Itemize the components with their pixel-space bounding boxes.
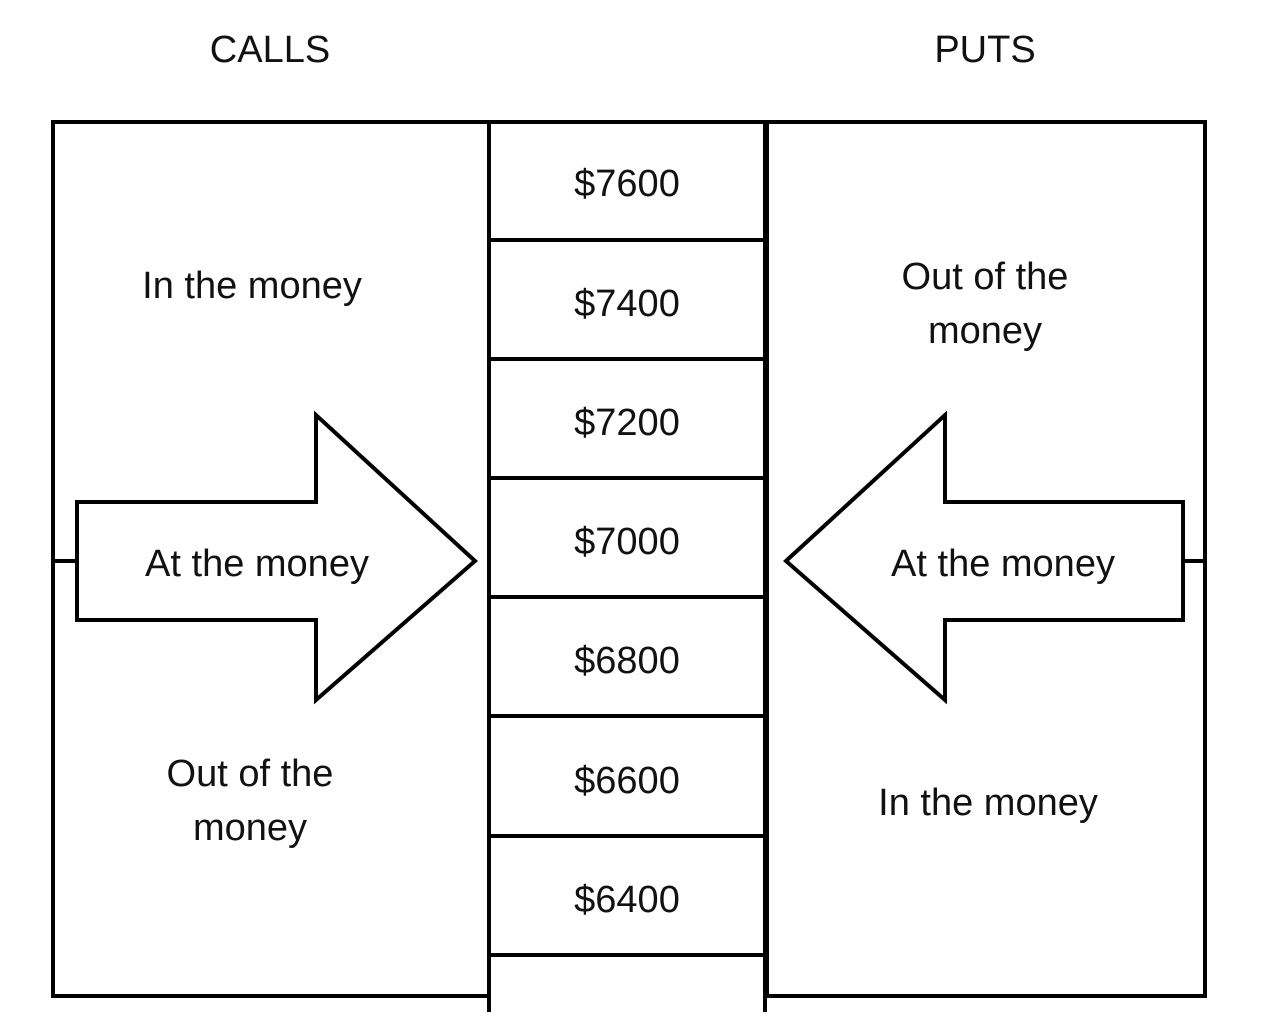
puts-in-the-money-label: In the money — [878, 782, 1098, 824]
calls-out-of-the-money-label-line2: money — [193, 807, 307, 849]
calls-at-the-money-label: At the money — [145, 543, 369, 585]
calls-in-the-money-label: In the money — [142, 265, 362, 307]
calls-at-the-money-arrow-icon — [75, 410, 478, 705]
calls-header: CALLS — [210, 29, 330, 71]
puts-out-of-the-money-label-line2: money — [928, 310, 1042, 352]
strike-row-7200: $7200 — [574, 402, 680, 444]
strike-row-6400: $6400 — [574, 879, 680, 921]
puts-at-the-money-arrow-icon — [783, 410, 1185, 705]
strike-row-6800: $6800 — [574, 640, 680, 682]
strike-row-6600: $6600 — [574, 760, 680, 802]
strike-row-7400: $7400 — [574, 283, 680, 325]
calls-out-of-the-money-label-line1: Out of the — [167, 753, 334, 795]
strike-row-7600: $7600 — [574, 163, 680, 205]
puts-at-the-money-label: At the money — [891, 543, 1115, 585]
strike-row-7000: $7000 — [574, 521, 680, 563]
puts-header: PUTS — [934, 29, 1035, 71]
puts-out-of-the-money-label-line1: Out of the — [902, 256, 1069, 298]
